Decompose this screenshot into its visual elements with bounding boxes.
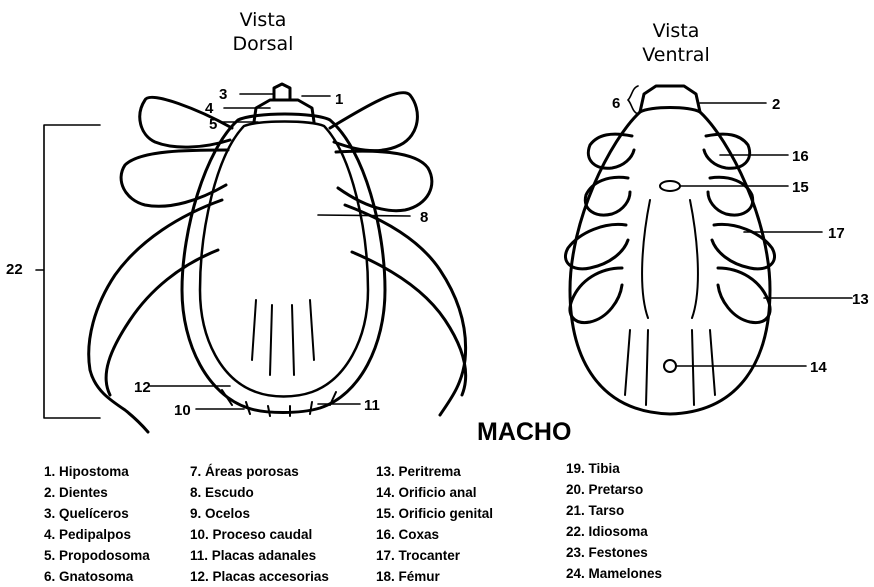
ventral-callout-16: 16 bbox=[792, 148, 809, 165]
legend-column-1: 1. Hipostoma 2. Dientes 3. Quelíceros 4.… bbox=[44, 461, 150, 587]
ventral-callout-15: 15 bbox=[792, 179, 809, 196]
ventral-callout-17: 17 bbox=[828, 225, 845, 242]
dorsal-callout-8: 8 bbox=[420, 209, 428, 226]
legend-item: 21. Tarso bbox=[566, 500, 662, 521]
dorsal-leg-right-4 bbox=[352, 252, 466, 395]
dorsal-leg-left-1 bbox=[140, 97, 232, 147]
dorsal-callout-3: 3 bbox=[219, 86, 227, 103]
dorsal-scutum bbox=[200, 122, 368, 397]
ventral-leg-left-2 bbox=[585, 177, 630, 215]
ventral-genital-groove bbox=[642, 200, 698, 318]
dorsal-grooves bbox=[252, 300, 314, 375]
ventral-plates bbox=[625, 330, 715, 405]
legend-item: 10. Proceso caudal bbox=[190, 524, 329, 545]
legend-item: 3. Quelíceros bbox=[44, 503, 150, 524]
dorsal-callout-4: 4 bbox=[205, 100, 214, 117]
genital-orifice bbox=[660, 181, 680, 191]
legend-item: 15. Orificio genital bbox=[376, 503, 493, 524]
legend-item: 2. Dientes bbox=[44, 482, 150, 503]
ventral-callout-2: 2 bbox=[772, 96, 780, 113]
dorsal-hypostome bbox=[274, 84, 290, 100]
legend-item: 12. Placas accesorias bbox=[190, 566, 329, 587]
dorsal-leader-lines bbox=[150, 94, 410, 409]
legend-item: 23. Festones bbox=[566, 542, 662, 563]
legend-item: 5. Propodosoma bbox=[44, 545, 150, 566]
ventral-body-outline bbox=[570, 108, 770, 415]
legend-item: 6. Gnatosoma bbox=[44, 566, 150, 587]
legend-item: 18. Fémur bbox=[376, 566, 493, 587]
dorsal-callout-22: 22 bbox=[6, 261, 23, 278]
dorsal-leg-right-2 bbox=[336, 151, 432, 211]
caption-macho: MACHO bbox=[477, 418, 571, 447]
ventral-title-line1: Vista bbox=[636, 19, 716, 43]
legend-column-3: 13. Peritrema 14. Orificio anal 15. Orif… bbox=[376, 461, 493, 587]
legend-item: 7. Áreas porosas bbox=[190, 461, 329, 482]
legend-item: 11. Placas adanales bbox=[190, 545, 329, 566]
legend-item: 22. Idiosoma bbox=[566, 521, 662, 542]
legend-item: 24. Mamelones bbox=[566, 563, 662, 584]
dorsal-capitulum bbox=[254, 100, 314, 122]
dorsal-view-drawing bbox=[36, 84, 466, 432]
ventral-view-title: Vista Ventral bbox=[636, 19, 716, 67]
ventral-leg-left-4 bbox=[570, 268, 622, 323]
legend-item: 1. Hipostoma bbox=[44, 461, 150, 482]
dorsal-view-title: Vista Dorsal bbox=[228, 8, 298, 56]
ventral-leg-right-1 bbox=[704, 134, 750, 168]
dorsal-callout-10: 10 bbox=[174, 402, 191, 419]
legend-column-4: 19. Tibia 20. Pretarso 21. Tarso 22. Idi… bbox=[566, 458, 662, 584]
gnathosoma-bracket bbox=[628, 86, 638, 114]
legend-item: 17. Trocanter bbox=[376, 545, 493, 566]
dorsal-callout-5: 5 bbox=[209, 116, 217, 133]
dorsal-callout-12: 12 bbox=[134, 379, 151, 396]
ventral-leg-right-4 bbox=[718, 268, 770, 323]
legend-item: 20. Pretarso bbox=[566, 479, 662, 500]
legend-item: 4. Pedipalpos bbox=[44, 524, 150, 545]
legend-item: 8. Escudo bbox=[190, 482, 329, 503]
legend-column-2: 7. Áreas porosas 8. Escudo 9. Ocelos 10.… bbox=[190, 461, 329, 587]
dorsal-body-outline bbox=[182, 114, 385, 413]
ventral-callout-14: 14 bbox=[810, 359, 827, 376]
ventral-callout-13: 13 bbox=[852, 291, 869, 308]
legend-item: 9. Ocelos bbox=[190, 503, 329, 524]
legend-item: 13. Peritrema bbox=[376, 461, 493, 482]
anal-orifice bbox=[664, 360, 676, 372]
legend-item: 14. Orificio anal bbox=[376, 482, 493, 503]
ventral-title-line2: Ventral bbox=[636, 43, 716, 67]
legend-item: 16. Coxas bbox=[376, 524, 493, 545]
ventral-callout-6: 6 bbox=[612, 95, 620, 112]
legend-item: 19. Tibia bbox=[566, 458, 662, 479]
dorsal-title-line2: Dorsal bbox=[228, 32, 298, 56]
dorsal-callout-1: 1 bbox=[335, 91, 343, 108]
dorsal-callout-11: 11 bbox=[364, 397, 380, 414]
dorsal-title-line1: Vista bbox=[228, 8, 298, 32]
